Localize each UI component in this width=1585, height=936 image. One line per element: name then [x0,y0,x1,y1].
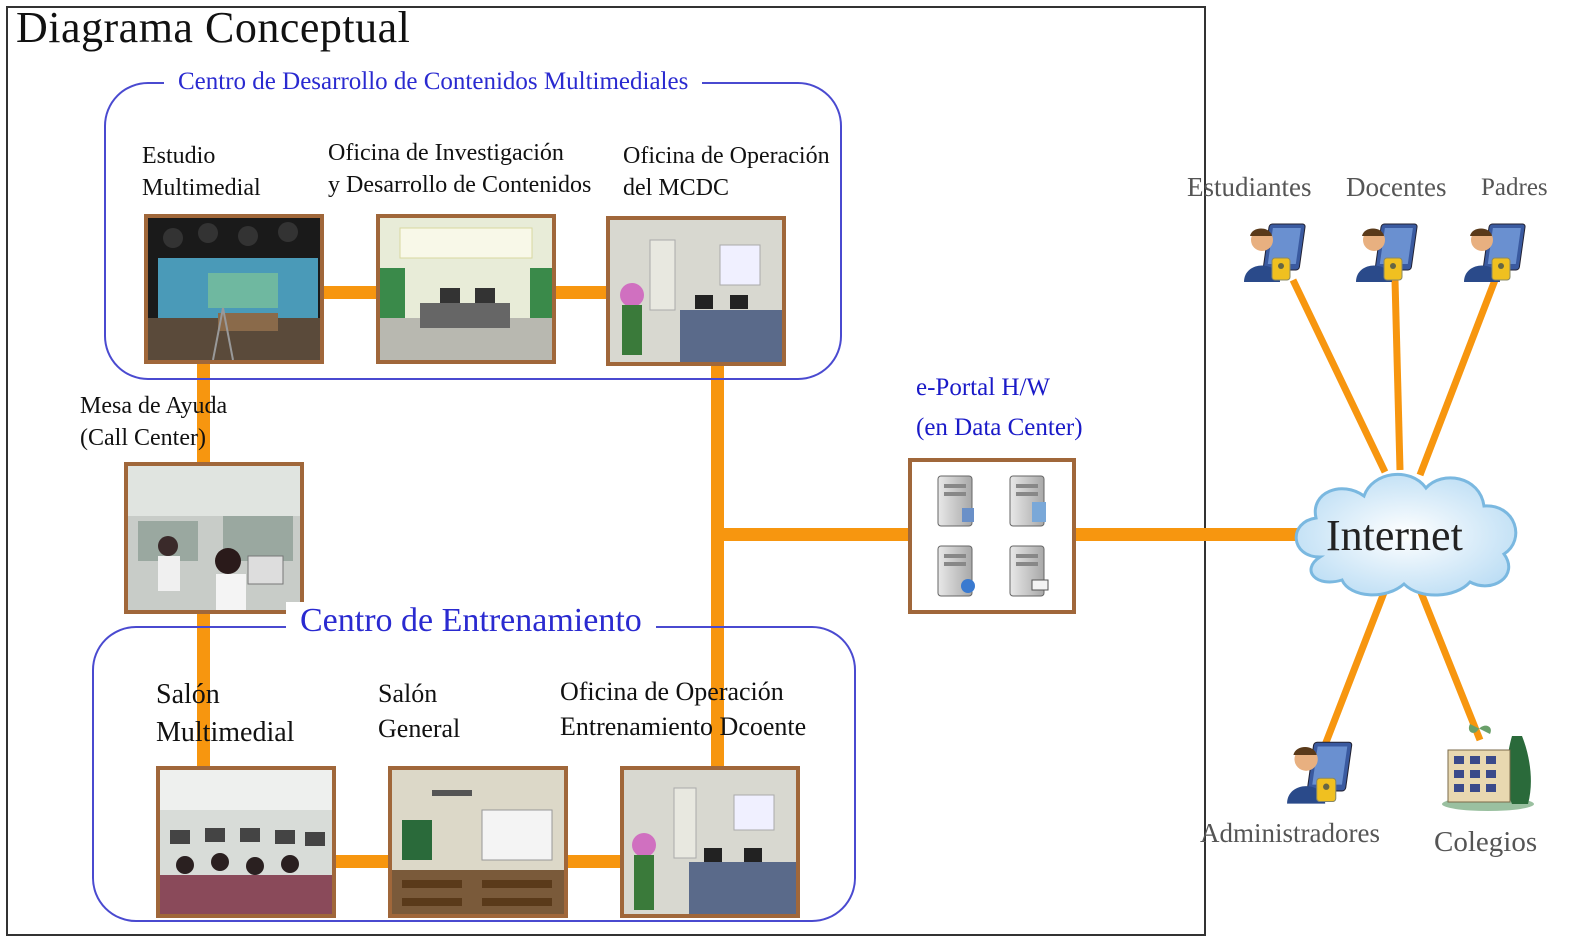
studio-photo [144,214,324,364]
cdcm-title: Centro de Desarrollo de Contenidos Multi… [164,68,703,96]
training-office-label: Oficina de Operación Entrenamiento Dcoen… [560,677,807,742]
cdcm-operation-photo [606,216,786,366]
teachers-label: Docentes [1346,172,1447,202]
schools-label: Colegios [1434,826,1538,858]
school-building-icon [1442,724,1534,811]
studio-label: Estudio Multimedial [142,143,261,202]
multimedia-room-photo [156,766,336,918]
link-portal-internet [1073,528,1303,541]
students-label: Estudiantes [1187,172,1312,202]
diagram-title: Diagrama Conceptual [16,3,411,52]
internet-cloud-icon [1294,472,1518,597]
multimedia-room-label: Salón Multimedial [156,679,295,748]
internet-label: Internet [1326,511,1463,560]
cdcm-operation-label: Oficina de Operación del MCDC [623,143,830,202]
general-room-label: Salón General [378,679,461,744]
link-to-portal [711,528,911,541]
help-desk-label: Mesa de Ayuda (Call Center) [80,393,228,452]
admin-user-icon [1287,741,1353,804]
parent-user-icon [1464,223,1526,282]
help-desk-photo [124,462,304,614]
admins-label: Administradores [1200,818,1380,848]
server-icon [937,475,1049,597]
general-room-photo [388,766,568,918]
research-office-photo [376,214,556,364]
training-title: Centro de Entrenamiento [286,602,656,640]
student-user-icon [1244,223,1306,282]
research-office-label: Oficina de Investigación y Desarrollo de… [328,140,592,199]
portal-label: e-Portal H/W (en Data Center) [916,374,1083,441]
training-office-photo [620,766,800,918]
parents-label: Padres [1481,174,1548,201]
link-operation-down [711,360,724,780]
teacher-user-icon [1356,223,1418,282]
portal-servers-box [908,458,1076,614]
